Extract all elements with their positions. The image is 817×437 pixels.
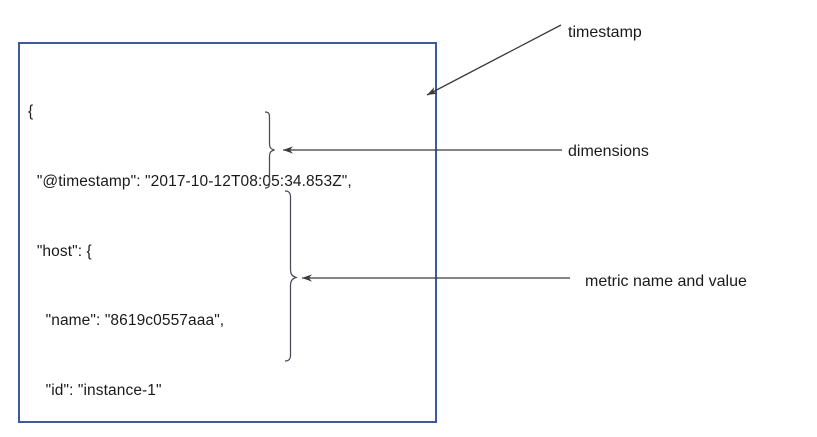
json-line: "name": "8619c0557aaa", [28, 312, 225, 330]
json-line: { [28, 103, 34, 121]
annotation-label-metric: metric name and value [585, 273, 747, 290]
timestamp-connector-arrow [426, 24, 562, 96]
json-line: "@timestamp": "2017-10-12T08:05:34.853Z"… [28, 173, 352, 190]
json-document-box [18, 42, 437, 423]
annotation-label-timestamp: timestamp [568, 24, 642, 41]
json-document-code: { "@timestamp": "2017-10-12T08:05:34.853… [28, 54, 352, 437]
annotation-label-dimensions: dimensions [568, 143, 649, 160]
json-line: "host": { [28, 242, 92, 260]
json-line: "id": "instance-1" [28, 381, 162, 399]
